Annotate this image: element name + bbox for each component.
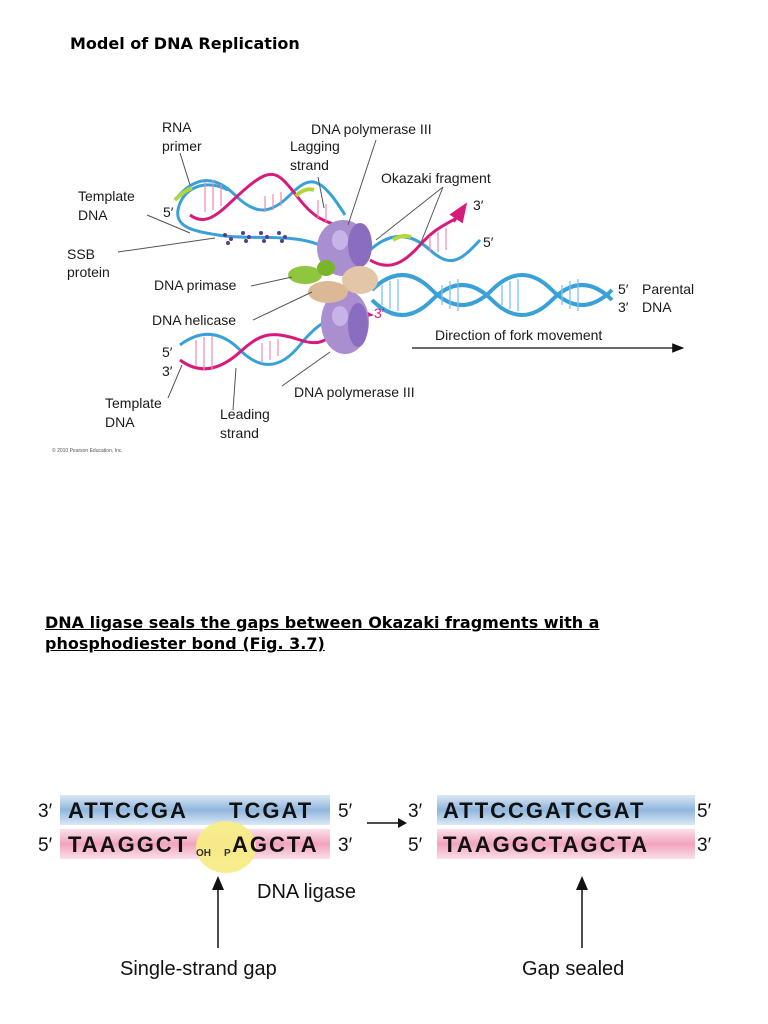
left-p-label: P	[224, 848, 231, 859]
caption-gap-sealed: Gap sealed	[522, 958, 624, 980]
label-five-prime-a: 5′	[163, 204, 174, 220]
lagging-strand-loop	[173, 172, 347, 252]
label-parental-1: Parental	[642, 281, 694, 297]
dna-primase	[288, 260, 335, 284]
right-bot-seq: TAAGGCTAGCTA	[443, 832, 649, 857]
label-rna-primer-1: RNA	[162, 119, 192, 135]
label-primase: DNA primase	[154, 277, 237, 293]
label-ssb-1: SSB	[67, 246, 95, 262]
leader-lines	[117, 139, 444, 411]
caption-single-strand-gap: Single-strand gap	[120, 958, 277, 980]
left-bot-seq-a: TAAGGCT	[68, 832, 189, 857]
dna-helicase	[308, 266, 378, 303]
label-direction: Direction of fork movement	[435, 327, 602, 343]
left-top-3prime: 3′	[38, 801, 53, 822]
left-oh-label: OH	[196, 848, 211, 859]
label-parental-3: 3′	[618, 299, 629, 315]
label-three-prime-mid: 3′	[374, 305, 385, 321]
right-top-5prime: 5′	[697, 801, 712, 822]
label-leading-2: strand	[220, 425, 259, 441]
right-pink-strand	[437, 829, 695, 859]
left-blue-strand	[60, 795, 330, 825]
left-top-seq-a: ATTCCGA	[68, 798, 188, 823]
right-bot-5prime: 5′	[408, 835, 423, 856]
okazaki-fragment-helix	[368, 202, 482, 267]
label-pol3-bottom: DNA polymerase III	[294, 384, 415, 400]
left-bot-5prime: 5′	[38, 835, 53, 856]
label-template-bot-1: Template	[105, 395, 162, 411]
label-five-prime-top: 5′	[483, 234, 494, 250]
label-helicase: DNA helicase	[152, 312, 236, 328]
left-pink-strand	[60, 829, 330, 859]
label-template-top-2: DNA	[78, 207, 108, 223]
dna-ligase-label: DNA ligase	[257, 881, 356, 903]
label-pol3-top: DNA polymerase III	[311, 121, 432, 137]
label-parental-5: 5′	[618, 281, 629, 297]
label-three-prime-top: 3′	[473, 197, 484, 213]
right-top-seq: ATTCCGATCGAT	[443, 798, 645, 823]
label-parental-2: DNA	[642, 299, 672, 315]
label-ssb-2: protein	[67, 264, 110, 280]
dna-ligase-enzyme	[196, 821, 256, 873]
section-heading: DNA ligase seals the gaps between Okazak…	[45, 613, 600, 653]
label-template-bot-2: DNA	[105, 414, 135, 430]
right-bot-3prime: 3′	[697, 835, 712, 856]
right-top-3prime: 3′	[408, 801, 423, 822]
parental-dna-helix	[370, 273, 614, 317]
left-bot-seq-b: AGCTA	[232, 832, 319, 857]
label-rna-primer-2: primer	[162, 138, 202, 154]
replication-fork-figure: RNA primer DNA polymerase III Lagging st…	[52, 119, 694, 454]
label-bottom-3: 3′	[162, 363, 173, 379]
label-lagging-1: Lagging	[290, 138, 340, 154]
left-top-seq-b: TCGAT	[229, 798, 313, 823]
ssb-proteins	[223, 231, 287, 245]
label-leading-1: Leading	[220, 406, 270, 422]
page-title: Model of DNA Replication	[70, 34, 300, 53]
left-top-5prime: 5′	[338, 801, 353, 822]
right-blue-strand	[437, 795, 695, 825]
label-okazaki: Okazaki fragment	[381, 170, 491, 186]
label-bottom-5: 5′	[162, 344, 173, 360]
copyright-note: © 2010 Pearson Education, Inc.	[52, 447, 123, 454]
left-bot-3prime: 3′	[338, 835, 353, 856]
dna-polymerase-iii-bottom	[321, 290, 369, 354]
label-lagging-2: strand	[290, 157, 329, 173]
label-template-top-1: Template	[78, 188, 135, 204]
